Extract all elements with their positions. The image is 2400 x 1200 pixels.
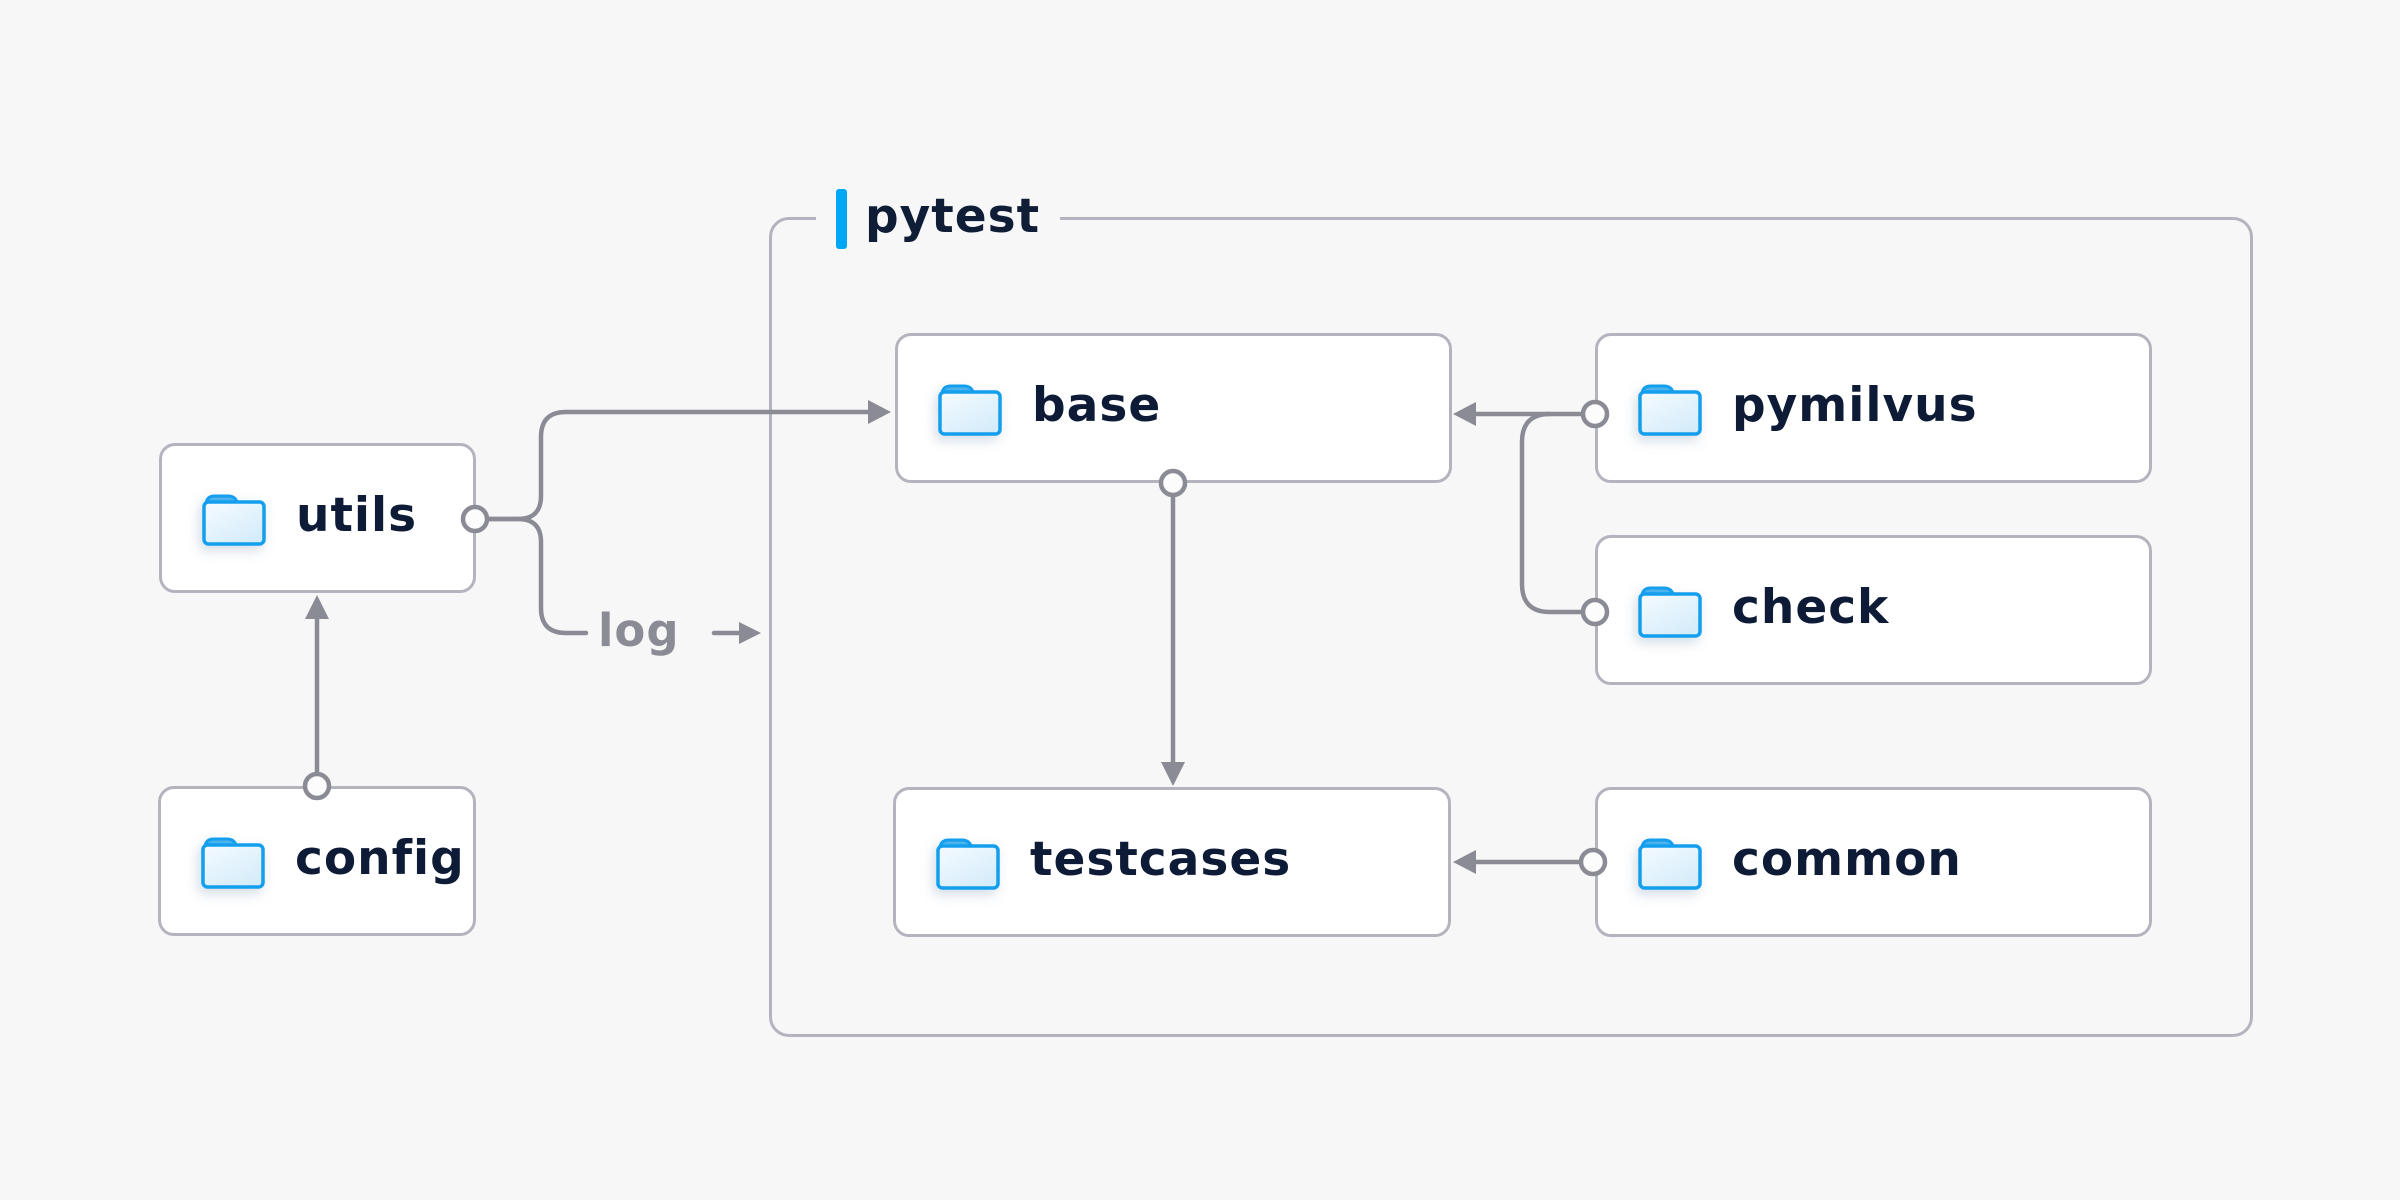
- folder-icon: [200, 489, 268, 547]
- folder-icon: [1636, 833, 1704, 891]
- node-label: pymilvus: [1732, 377, 1978, 433]
- node-label: common: [1732, 831, 1962, 887]
- pytest-group-container: pytest: [769, 186, 2253, 1037]
- folder-icon: [1636, 379, 1704, 437]
- node-utils: utils: [159, 443, 476, 593]
- edge-label-log: log: [598, 604, 680, 657]
- node-label: utils: [296, 487, 418, 543]
- folder-icon: [936, 379, 1004, 437]
- pytest-group-label: pytest: [816, 186, 1061, 252]
- accent-bar-icon: [836, 189, 847, 249]
- node-label: config: [295, 830, 465, 886]
- node-label: testcases: [1030, 831, 1292, 887]
- node-check: check: [1595, 535, 2152, 685]
- node-testcases: testcases: [893, 787, 1451, 937]
- edge-config-utils: [302, 595, 332, 801]
- folder-icon: [1636, 581, 1704, 639]
- node-config: config: [158, 786, 476, 936]
- node-base: base: [895, 333, 1452, 483]
- node-pymilvus: pymilvus: [1595, 333, 2152, 483]
- node-label: base: [1032, 377, 1162, 433]
- folder-icon: [934, 833, 1002, 891]
- node-common: common: [1595, 787, 2152, 937]
- group-title: pytest: [865, 188, 1041, 244]
- folder-icon: [199, 832, 267, 890]
- node-label: check: [1732, 579, 1890, 635]
